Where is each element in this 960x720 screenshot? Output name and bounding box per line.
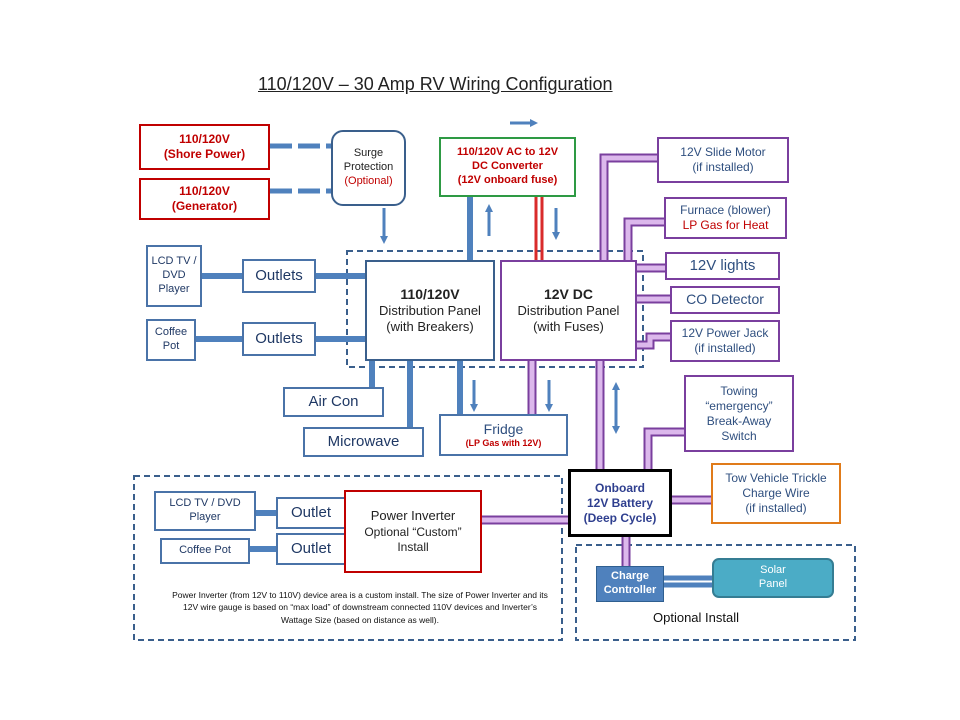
inverter-label-3: Install — [397, 539, 429, 554]
lcd-tv-box: LCD TV / DVD Player — [146, 245, 202, 307]
aircon-box: Air Con — [283, 387, 384, 417]
dc-panel-label-3: (with Fuses) — [533, 319, 604, 335]
battery-label-3: (Deep Cycle) — [583, 510, 657, 525]
converter-label-1: 110/120V AC to 12V — [456, 146, 559, 159]
towing-label-3: Break-Away — [706, 413, 772, 428]
surge-label-2: Protection — [343, 161, 394, 174]
battery-label-1: Onboard — [595, 480, 645, 495]
lights-box: 12V lights — [665, 252, 780, 280]
charge-label-1: Charge — [611, 570, 649, 583]
fridge-label-1: Fridge — [483, 420, 524, 437]
furnace-label-2: LP Gas for Heat — [682, 218, 769, 232]
lcd2-label-2: Player — [189, 511, 221, 523]
outlets-box-1: Outlets — [242, 259, 316, 293]
towing-label-2: “emergency” — [705, 398, 773, 413]
outlet3-label: Outlet — [290, 503, 332, 521]
solar-label-1: Solar — [760, 564, 786, 577]
distribution-region — [346, 250, 644, 368]
battery-box: Onboard 12V Battery (Deep Cycle) — [568, 469, 672, 537]
towing-label-4: Switch — [721, 428, 757, 443]
ac-distribution-panel: 110/120V Distribution Panel (with Breake… — [365, 260, 495, 361]
outlets-box-2: Outlets — [242, 322, 316, 356]
coffee1-label-2: Pot — [162, 340, 180, 352]
shore-label-1: 110/120V — [179, 132, 230, 146]
converter-label-3: (12V onboard fuse) — [457, 173, 558, 186]
converter-box: 110/120V AC to 12V DC Converter (12V onb… — [439, 137, 576, 197]
trickle-charge-box: Tow Vehicle Trickle Charge Wire (if inst… — [711, 463, 841, 524]
dc-panel-label-1: 12V DC — [543, 285, 594, 302]
microwave-box: Microwave — [303, 427, 424, 457]
power-jack-box: 12V Power Jack (if installed) — [670, 320, 780, 362]
surge-label-1: Surge — [353, 147, 384, 160]
jack-label-1: 12V Power Jack — [681, 326, 769, 340]
surge-label-3: (Optional) — [344, 174, 393, 187]
jack-label-2: (if installed) — [694, 341, 756, 355]
outlet-box-4: Outlet — [276, 533, 346, 565]
charge-label-2: Controller — [603, 584, 657, 596]
slide-label-1: 12V Slide Motor — [680, 145, 766, 159]
inverter-region — [133, 475, 563, 641]
slide-motor-box: 12V Slide Motor (if installed) — [657, 137, 789, 183]
ac-panel-label-2: Distribution Panel — [379, 303, 481, 318]
optional-install-label: Optional Install — [653, 610, 739, 625]
power-inverter-box: Power Inverter Optional “Custom” Install — [344, 490, 482, 573]
coffee-pot-box-2: Coffee Pot — [160, 538, 250, 564]
microwave-label: Microwave — [327, 432, 400, 450]
solar-panel-box: Solar Panel — [712, 558, 834, 598]
ac-panel-label-3: (with Breakers) — [386, 319, 474, 335]
trickle-label-3: (if installed) — [745, 501, 807, 515]
coffee1-label-1: Coffee — [154, 326, 188, 339]
generator-box: 110/120V (Generator) — [139, 178, 270, 220]
inverter-label-2: Optional “Custom” — [364, 524, 462, 539]
trickle-label-1: Tow Vehicle Trickle — [725, 471, 827, 485]
trickle-label-2: Charge Wire — [742, 486, 810, 500]
fridge-box: Fridge (LP Gas with 12V) — [439, 414, 568, 456]
fridge-label-2: (LP Gas with 12V) — [465, 438, 542, 449]
ac-panel-label-1: 110/120V — [400, 285, 460, 302]
battery-label-2: 12V Battery — [586, 495, 654, 510]
shore-power-box: 110/120V (Shore Power) — [139, 124, 270, 170]
lcd1-label-1: LCD TV / — [151, 255, 197, 268]
furnace-label-1: Furnace (blower) — [680, 203, 771, 217]
aircon-label: Air Con — [308, 392, 359, 410]
lights-label: 12V lights — [689, 256, 756, 274]
towing-switch-box: Towing “emergency” Break-Away Switch — [684, 375, 794, 452]
surge-protection-box: Surge Protection (Optional) — [331, 130, 406, 206]
outlet-box-3: Outlet — [276, 497, 346, 529]
generator-label-2: (Generator) — [171, 199, 238, 213]
coffee2-label: Coffee Pot — [179, 544, 231, 557]
shore-label-2: (Shore Power) — [163, 147, 246, 161]
inverter-label-1: Power Inverter — [370, 508, 456, 524]
dc-distribution-panel: 12V DC Distribution Panel (with Fuses) — [500, 260, 637, 361]
furnace-box: Furnace (blower) LP Gas for Heat — [664, 197, 787, 239]
coffee-pot-box: Coffee Pot — [146, 319, 196, 361]
dc-panel-label-2: Distribution Panel — [517, 303, 620, 318]
page-title: 110/120V – 30 Amp RV Wiring Configuratio… — [258, 74, 613, 94]
power-feed-lines — [270, 143, 331, 194]
inverter-note: Power Inverter (from 12V to 110V) device… — [172, 590, 548, 625]
outlets1-label: Outlets — [255, 266, 303, 284]
optional-region — [575, 544, 856, 641]
converter-label-2: DC Converter — [472, 160, 543, 173]
lcd2-label-1: LCD TV / DVD — [169, 497, 241, 510]
co-detector-box: CO Detector — [670, 286, 780, 314]
co-label: CO Detector — [686, 291, 764, 308]
slide-label-2: (if installed) — [692, 160, 754, 174]
lcd1-label-3: Player — [158, 282, 190, 295]
lcd1-label-2: DVD — [162, 269, 186, 282]
solar-label-2: Panel — [758, 578, 788, 590]
generator-label-1: 110/120V — [179, 184, 230, 198]
towing-label-1: Towing — [720, 383, 758, 398]
outlet4-label: Outlet — [290, 539, 332, 557]
outlets2-label: Outlets — [255, 329, 303, 347]
lcd-tv-dvd-box: LCD TV / DVD Player — [154, 491, 256, 531]
charge-controller-box: Charge Controller — [596, 566, 664, 602]
